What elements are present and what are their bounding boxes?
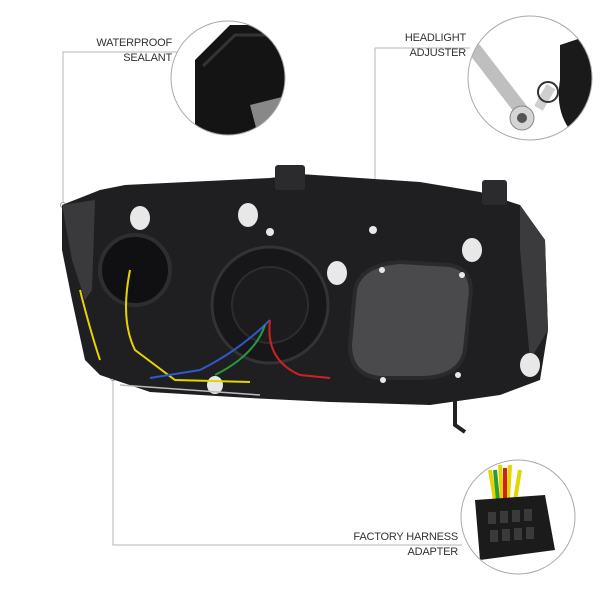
leader-line-harness xyxy=(112,378,462,546)
callout-line1: HEADLIGHT xyxy=(404,32,466,44)
leader-line-adjuster xyxy=(374,47,470,225)
leader-lines xyxy=(62,47,470,546)
callout-line1: WATERPROOF xyxy=(96,37,172,49)
callout-headlight-adjuster: HEADLIGHT ADJUSTER xyxy=(380,31,466,61)
callout-line1: FACTORY HARNESS xyxy=(353,531,458,543)
waterproof-sealant-detail xyxy=(170,20,286,136)
callout-line2: SEALANT xyxy=(123,52,172,64)
leader-line-waterproof xyxy=(62,51,180,205)
headlight-adjuster-detail xyxy=(467,15,593,141)
callout-line2: ADAPTER xyxy=(407,546,458,558)
harness-adapter-detail xyxy=(460,459,576,575)
callout-line2: ADJUSTER xyxy=(409,47,467,59)
callout-factory-harness-adapter: FACTORY HARNESS ADAPTER xyxy=(320,530,458,560)
callout-waterproof-sealant: WATERPROOF SEALANT xyxy=(70,36,172,66)
headlight-housing xyxy=(62,165,548,434)
